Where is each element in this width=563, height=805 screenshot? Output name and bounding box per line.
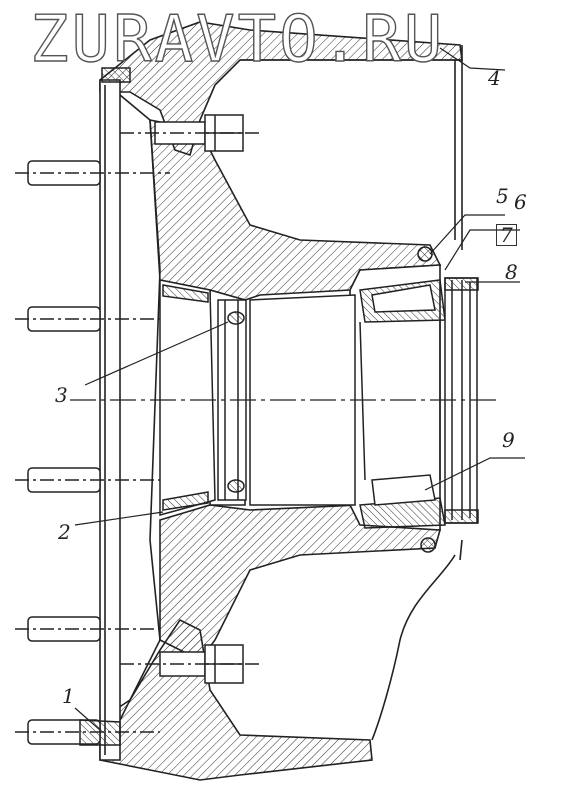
callout-4: 4 — [488, 66, 501, 90]
wheel-flange — [99, 79, 161, 761]
callout-3: 3 — [55, 383, 68, 407]
callout-9: 9 — [502, 428, 515, 452]
wheel-stud-3 — [27, 467, 101, 493]
callout-7: 7 — [496, 224, 517, 246]
wheel-stud-4 — [27, 616, 101, 642]
callout-5: 5 — [496, 184, 509, 208]
callout-2: 2 — [58, 520, 71, 544]
wheel-studs — [15, 67, 170, 746]
callout-6: 6 — [514, 190, 527, 214]
callout-8: 8 — [505, 260, 518, 284]
wheel-stud-1 — [27, 160, 101, 186]
wheel-stud-2 — [27, 306, 101, 332]
lower-bolt — [120, 644, 260, 684]
leader-lines — [74, 47, 525, 731]
upper-bolt — [120, 114, 260, 152]
inner-bearing — [159, 279, 247, 516]
watermark: ZURAVTO.RU — [29, 2, 446, 77]
callout-1: 1 — [62, 684, 75, 708]
